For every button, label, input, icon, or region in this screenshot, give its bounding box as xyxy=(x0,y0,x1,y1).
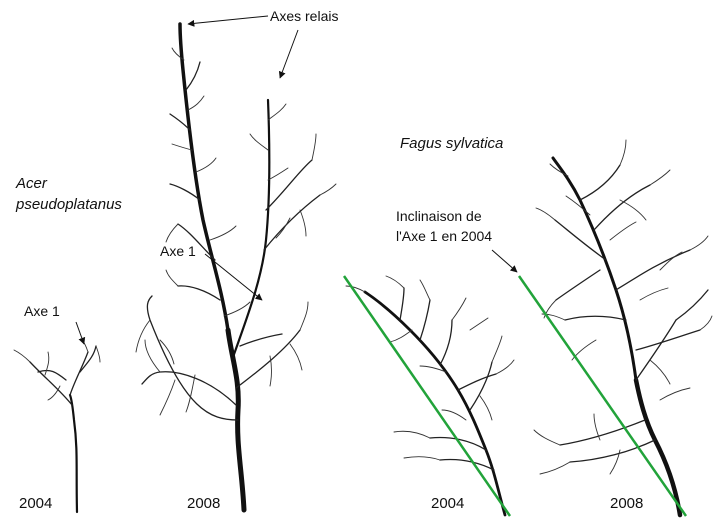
label-axes-relais: Axes relais xyxy=(270,8,338,24)
arrow-inclinaison xyxy=(492,250,517,272)
arrow-axe1-small xyxy=(76,322,84,344)
year-acer-2008: 2008 xyxy=(187,495,220,512)
acer-2004-sapling xyxy=(14,340,100,512)
label-inclinaison-line1: Inclinaison de xyxy=(396,208,482,224)
fagus-2004-tree xyxy=(346,276,514,515)
year-acer-2004: 2004 xyxy=(19,495,52,512)
inclination-line-2008 xyxy=(519,276,686,516)
species-acer-line2: pseudoplatanus xyxy=(16,196,122,213)
label-axe1-small: Axe 1 xyxy=(24,303,60,319)
acer-2008-tree xyxy=(136,24,336,510)
label-axe1-big: Axe 1 xyxy=(160,243,196,259)
label-inclinaison-line2: l'Axe 1 en 2004 xyxy=(396,228,492,244)
arrow-axes-relais-right xyxy=(280,30,298,78)
inclination-line-2004 xyxy=(344,276,510,516)
fagus-2008-tree xyxy=(534,140,712,515)
arrow-axes-relais-left xyxy=(188,16,268,24)
species-fagus: Fagus sylvatica xyxy=(400,135,503,152)
species-acer-line1: Acer xyxy=(16,175,47,192)
arrow-axe1-big xyxy=(205,254,262,300)
year-fagus-2008: 2008 xyxy=(610,495,643,512)
year-fagus-2004: 2004 xyxy=(431,495,464,512)
